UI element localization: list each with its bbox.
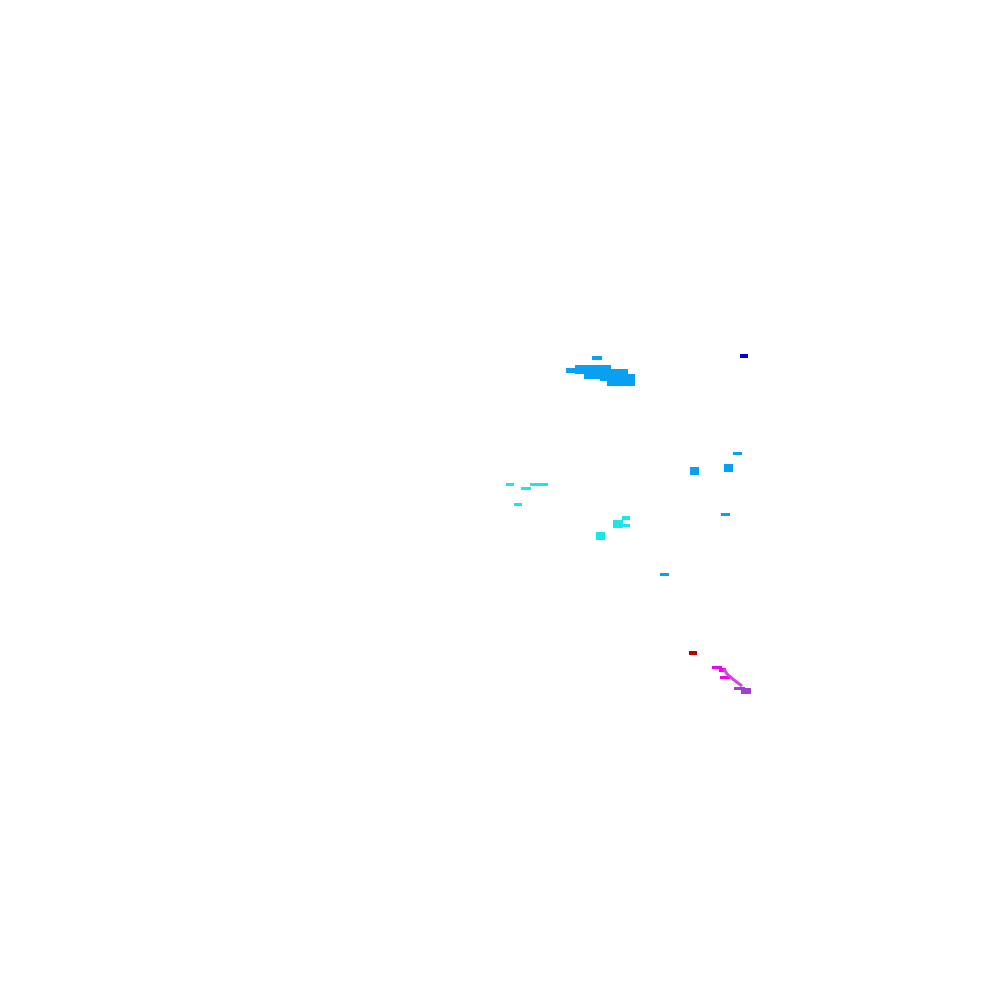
blue-fragment bbox=[584, 371, 614, 379]
blue-fragment bbox=[733, 452, 742, 455]
blue-fragment bbox=[660, 573, 669, 576]
purple-trail-end bbox=[734, 687, 751, 694]
red-mark bbox=[689, 651, 697, 655]
red-fragment bbox=[689, 651, 697, 655]
blue-fragment bbox=[721, 513, 730, 516]
blue-fragment bbox=[607, 374, 635, 386]
magenta-fragment bbox=[712, 666, 722, 669]
middle-cyan-cluster bbox=[506, 483, 630, 540]
cyan-fragment bbox=[622, 516, 630, 520]
purple-fragment bbox=[734, 687, 745, 690]
cyan-fragment bbox=[530, 483, 548, 486]
cyan-fragment bbox=[506, 483, 514, 486]
cyan-fragment bbox=[514, 503, 522, 506]
top-blue-cluster bbox=[566, 356, 635, 386]
cyan-fragment bbox=[596, 532, 605, 540]
blue-fragment bbox=[592, 356, 602, 360]
middle-right-blue-marks bbox=[690, 452, 742, 516]
blue-fragment bbox=[724, 464, 733, 472]
blue-fragment bbox=[690, 467, 699, 475]
blue-fragment bbox=[740, 354, 748, 358]
upper-right-blue-mark bbox=[740, 354, 748, 358]
cyan-fragment bbox=[613, 520, 623, 528]
purple-fragment bbox=[741, 688, 751, 694]
blue-fragment bbox=[575, 365, 611, 374]
magenta-trail-line bbox=[722, 668, 743, 688]
blue-fragment bbox=[566, 368, 578, 373]
magenta-trail bbox=[712, 666, 743, 688]
cyan-fragment bbox=[620, 524, 630, 527]
lower-blue-mark bbox=[660, 573, 669, 576]
magenta-fragment bbox=[719, 668, 726, 672]
magenta-fragment bbox=[720, 676, 730, 679]
cyan-fragment bbox=[521, 487, 531, 490]
